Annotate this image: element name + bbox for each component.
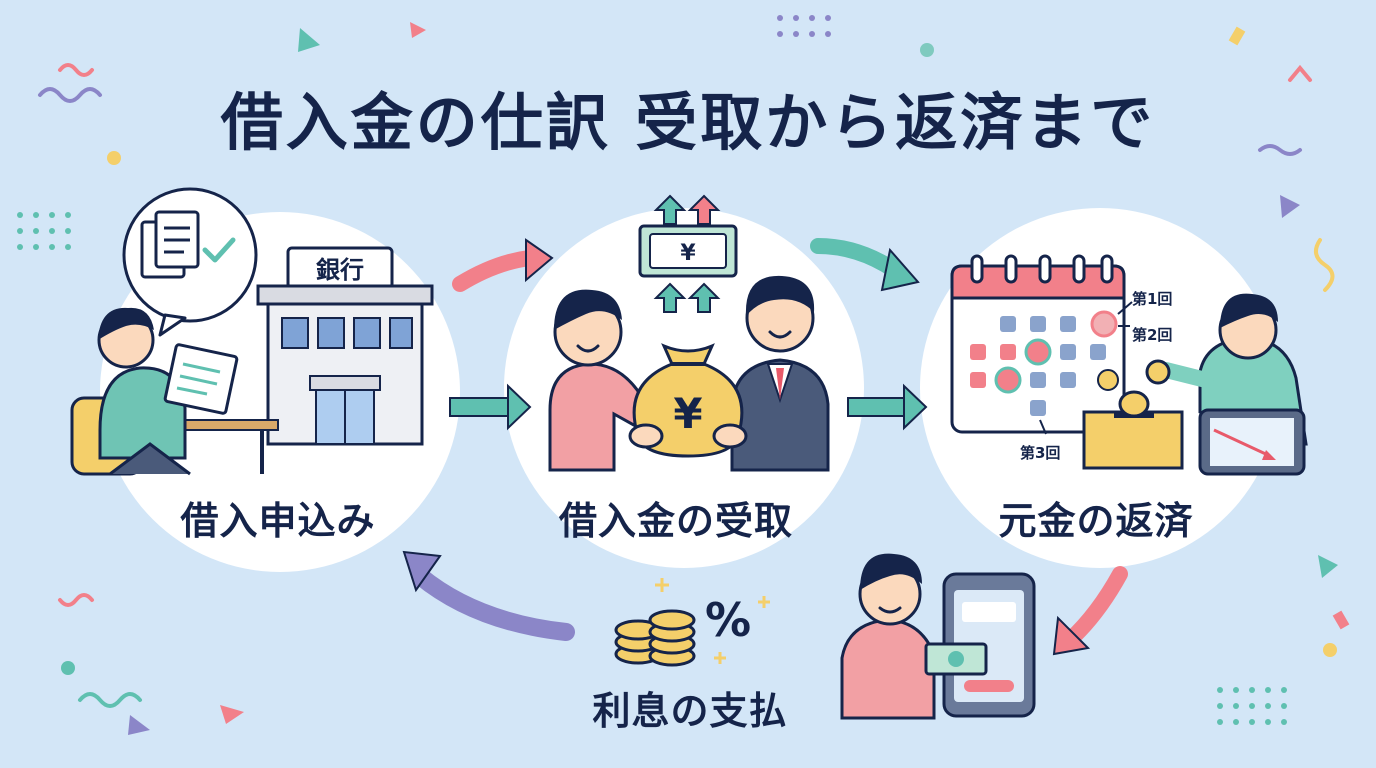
dot-decoration (107, 151, 121, 165)
dot-decoration (61, 661, 75, 675)
phone-payment-person-icon (840, 553, 936, 720)
banknote-yen-symbol: ¥ (680, 241, 696, 266)
checkmark-icon (202, 237, 236, 263)
schedule-label-2: 第2回 (1132, 326, 1172, 344)
arrow-curved-right-icon (452, 250, 538, 292)
percent-icon: % (705, 593, 751, 647)
arrow-right-icon (449, 397, 511, 417)
schedule-label-3: 第3回 (1020, 444, 1060, 462)
hands-icon (628, 423, 748, 449)
squiggle-decoration (38, 87, 102, 103)
arrow-right-icon (847, 397, 907, 417)
customer-person-icon (548, 289, 662, 472)
coin-box-icon (1082, 390, 1184, 470)
step-label-receipt: 借入金の受取 (558, 499, 793, 543)
dot-grid-decoration (17, 212, 71, 250)
desk-person-icon (70, 307, 279, 476)
dot-row-decoration (777, 15, 831, 37)
speech-bubble-icon (122, 187, 258, 337)
step-label-interest: 利息の支払 (592, 689, 788, 733)
dot-grid-decoration (1217, 687, 1287, 725)
triangle-decoration (410, 22, 426, 38)
dot-decoration (920, 43, 934, 57)
smartphone-icon (924, 572, 1036, 718)
tablet-chart-icon (1198, 408, 1306, 476)
step-label-application: 借入申込み (180, 499, 376, 543)
triangle-decoration (1318, 555, 1338, 578)
arrow-curved-right-icon (810, 238, 902, 278)
sparkle-icon (655, 578, 770, 664)
step-label-repayment: 元金の返済 (998, 499, 1194, 543)
squiggle-decoration (58, 63, 94, 77)
banker-person-icon (730, 275, 830, 472)
up-arrows-icon (653, 194, 721, 313)
arrow-curved-back-icon (411, 567, 575, 641)
triangle-decoration (298, 28, 320, 52)
coin-stack-icon (614, 609, 696, 667)
calendar-icon (950, 254, 1126, 434)
money-bag-yen-symbol: ¥ (673, 389, 702, 438)
page-title: 借入金の仕訳 受取から返済まで (220, 86, 1156, 159)
dot-decoration (1323, 643, 1337, 657)
arrow-curved-down-icon (1062, 566, 1128, 648)
bank-sign-label: 銀行 (316, 256, 364, 284)
bank-building-icon (256, 246, 434, 446)
triangle-decoration (1280, 195, 1300, 218)
schedule-label-1: 第1回 (1132, 290, 1172, 308)
triangle-decoration (128, 715, 150, 735)
banknote-icon (638, 224, 738, 278)
triangle-decoration (220, 705, 244, 724)
